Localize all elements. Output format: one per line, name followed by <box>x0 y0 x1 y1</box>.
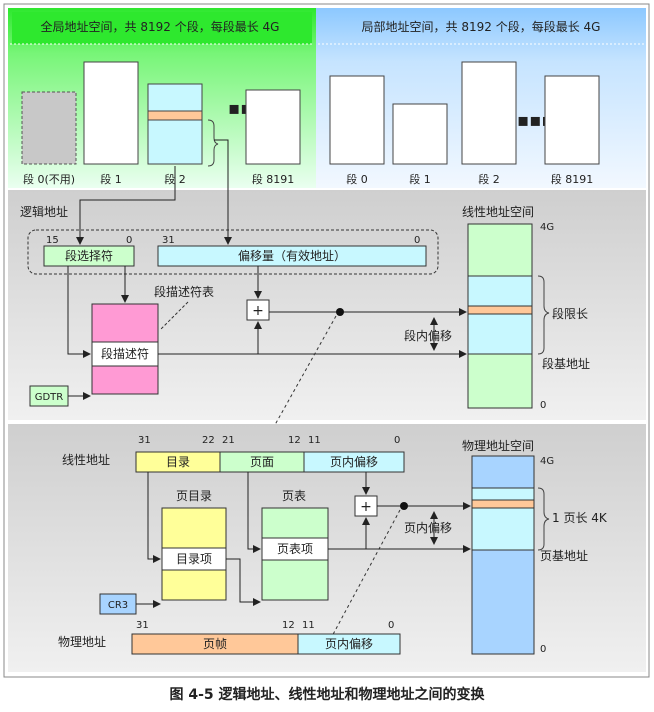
phys-offset-field <box>297 633 401 655</box>
local-seg-1 <box>392 103 448 165</box>
phbit-31: 31 <box>136 620 149 631</box>
global-title-box <box>12 12 312 44</box>
linear-top: 4G <box>540 222 554 233</box>
field-dir-label: 目录 <box>166 455 190 469</box>
pbit-12: 12 <box>288 435 301 446</box>
pbit-11: 11 <box>308 435 321 446</box>
seg-label-8191: 段 8191 <box>252 172 295 186</box>
pbit-22: 22 <box>202 435 215 446</box>
descriptor-table-label: 段描述符表 <box>154 284 214 299</box>
in-seg-offset-label: 段内偏移 <box>404 328 452 343</box>
physical-band <box>471 499 535 509</box>
pbit-31: 31 <box>138 435 151 446</box>
local-ellipsis: ▪▪▪ <box>517 110 554 131</box>
phys-offset-label: 页内偏移 <box>325 636 373 651</box>
gdtr-label: GDTR <box>35 392 64 403</box>
phbit-12: 12 <box>282 620 295 631</box>
figure-caption: 图 4-5 逻辑地址、线性地址和物理地址之间的变换 <box>169 687 485 703</box>
seg-label-0: 段 0(不用) <box>23 172 75 186</box>
phys-frame-label: 页帧 <box>203 637 227 651</box>
selector-box <box>43 245 135 267</box>
seg-label-1: 段 1 <box>100 172 122 186</box>
global-title: 全局地址空间，共 8192 个段，每段最长 4G <box>41 19 280 34</box>
logical-title: 逻辑地址 <box>20 205 68 219</box>
descriptor-entry <box>91 341 159 367</box>
local-seg-2 <box>461 61 517 165</box>
physical-top: 4G <box>540 456 554 467</box>
page-base-label: 页基地址 <box>540 549 588 563</box>
local-label-2: 段 2 <box>478 172 500 186</box>
selector-label: 段选择符 <box>65 248 113 263</box>
field-offset <box>303 451 405 473</box>
pbit-0: 0 <box>394 435 400 446</box>
linear-space-title: 线性地址空间 <box>462 205 534 219</box>
page-table-title: 页表 <box>282 489 306 503</box>
pbit-21: 21 <box>222 435 235 446</box>
local-title: 局部地址空间，共 8192 个段，每段最长 4G <box>362 19 601 34</box>
svg-text:+: + <box>360 499 372 515</box>
physical-bottom: 0 <box>540 644 546 655</box>
bit-31: 31 <box>162 235 175 246</box>
logical-dashed-frame <box>27 229 439 275</box>
seg-2-band <box>147 110 203 121</box>
table-entry-label: 页表项 <box>277 542 313 556</box>
bit-0a: 0 <box>126 235 132 246</box>
physical-space-title: 物理地址空间 <box>462 439 534 453</box>
local-label-8191: 段 8191 <box>551 172 594 186</box>
physical-page <box>471 487 535 551</box>
page-offset-label: 页内偏移 <box>404 520 452 535</box>
bit-15: 15 <box>46 235 59 246</box>
page-dir-title: 页目录 <box>176 489 212 503</box>
svg-text:+: + <box>252 303 264 319</box>
seg-0-unused <box>21 91 77 165</box>
cr3-label: CR3 <box>108 600 128 611</box>
field-offset-label: 页内偏移 <box>330 454 378 469</box>
offset-box <box>157 245 427 267</box>
seg-1 <box>83 61 139 165</box>
bit-0b: 0 <box>414 235 420 246</box>
local-label-0: 段 0 <box>346 172 368 186</box>
descriptor-label: 段描述符 <box>101 346 149 361</box>
local-seg-0 <box>329 75 385 165</box>
physical-space <box>471 455 535 655</box>
physical-address-label: 物理地址 <box>58 635 106 649</box>
segment-limit-label: 段限长 <box>552 306 588 321</box>
local-label-1: 段 1 <box>409 172 431 186</box>
linear-band <box>467 305 533 315</box>
seg-8191 <box>245 89 301 165</box>
linear-address-label: 线性地址 <box>62 453 110 467</box>
page-len-label: 1 页长 4K <box>552 511 608 525</box>
phbit-0: 0 <box>388 620 394 631</box>
outer-frame <box>3 3 650 678</box>
linear-bottom: 0 <box>540 400 546 411</box>
segment-base-label: 段基地址 <box>542 356 590 371</box>
linear-segment <box>467 275 533 355</box>
adder-1 <box>246 299 270 321</box>
address-translation-diagram: 全局地址空间，共 8192 个段，每段最长 4G 局部地址空间，共 8192 个… <box>3 3 650 678</box>
field-page-label: 页面 <box>250 455 274 469</box>
dir-entry-label: 目录项 <box>176 552 212 566</box>
seg-2 <box>147 83 203 165</box>
local-seg-8191 <box>544 75 600 165</box>
offset-label: 偏移量（有效地址） <box>238 248 346 263</box>
phbit-11: 11 <box>302 620 315 631</box>
